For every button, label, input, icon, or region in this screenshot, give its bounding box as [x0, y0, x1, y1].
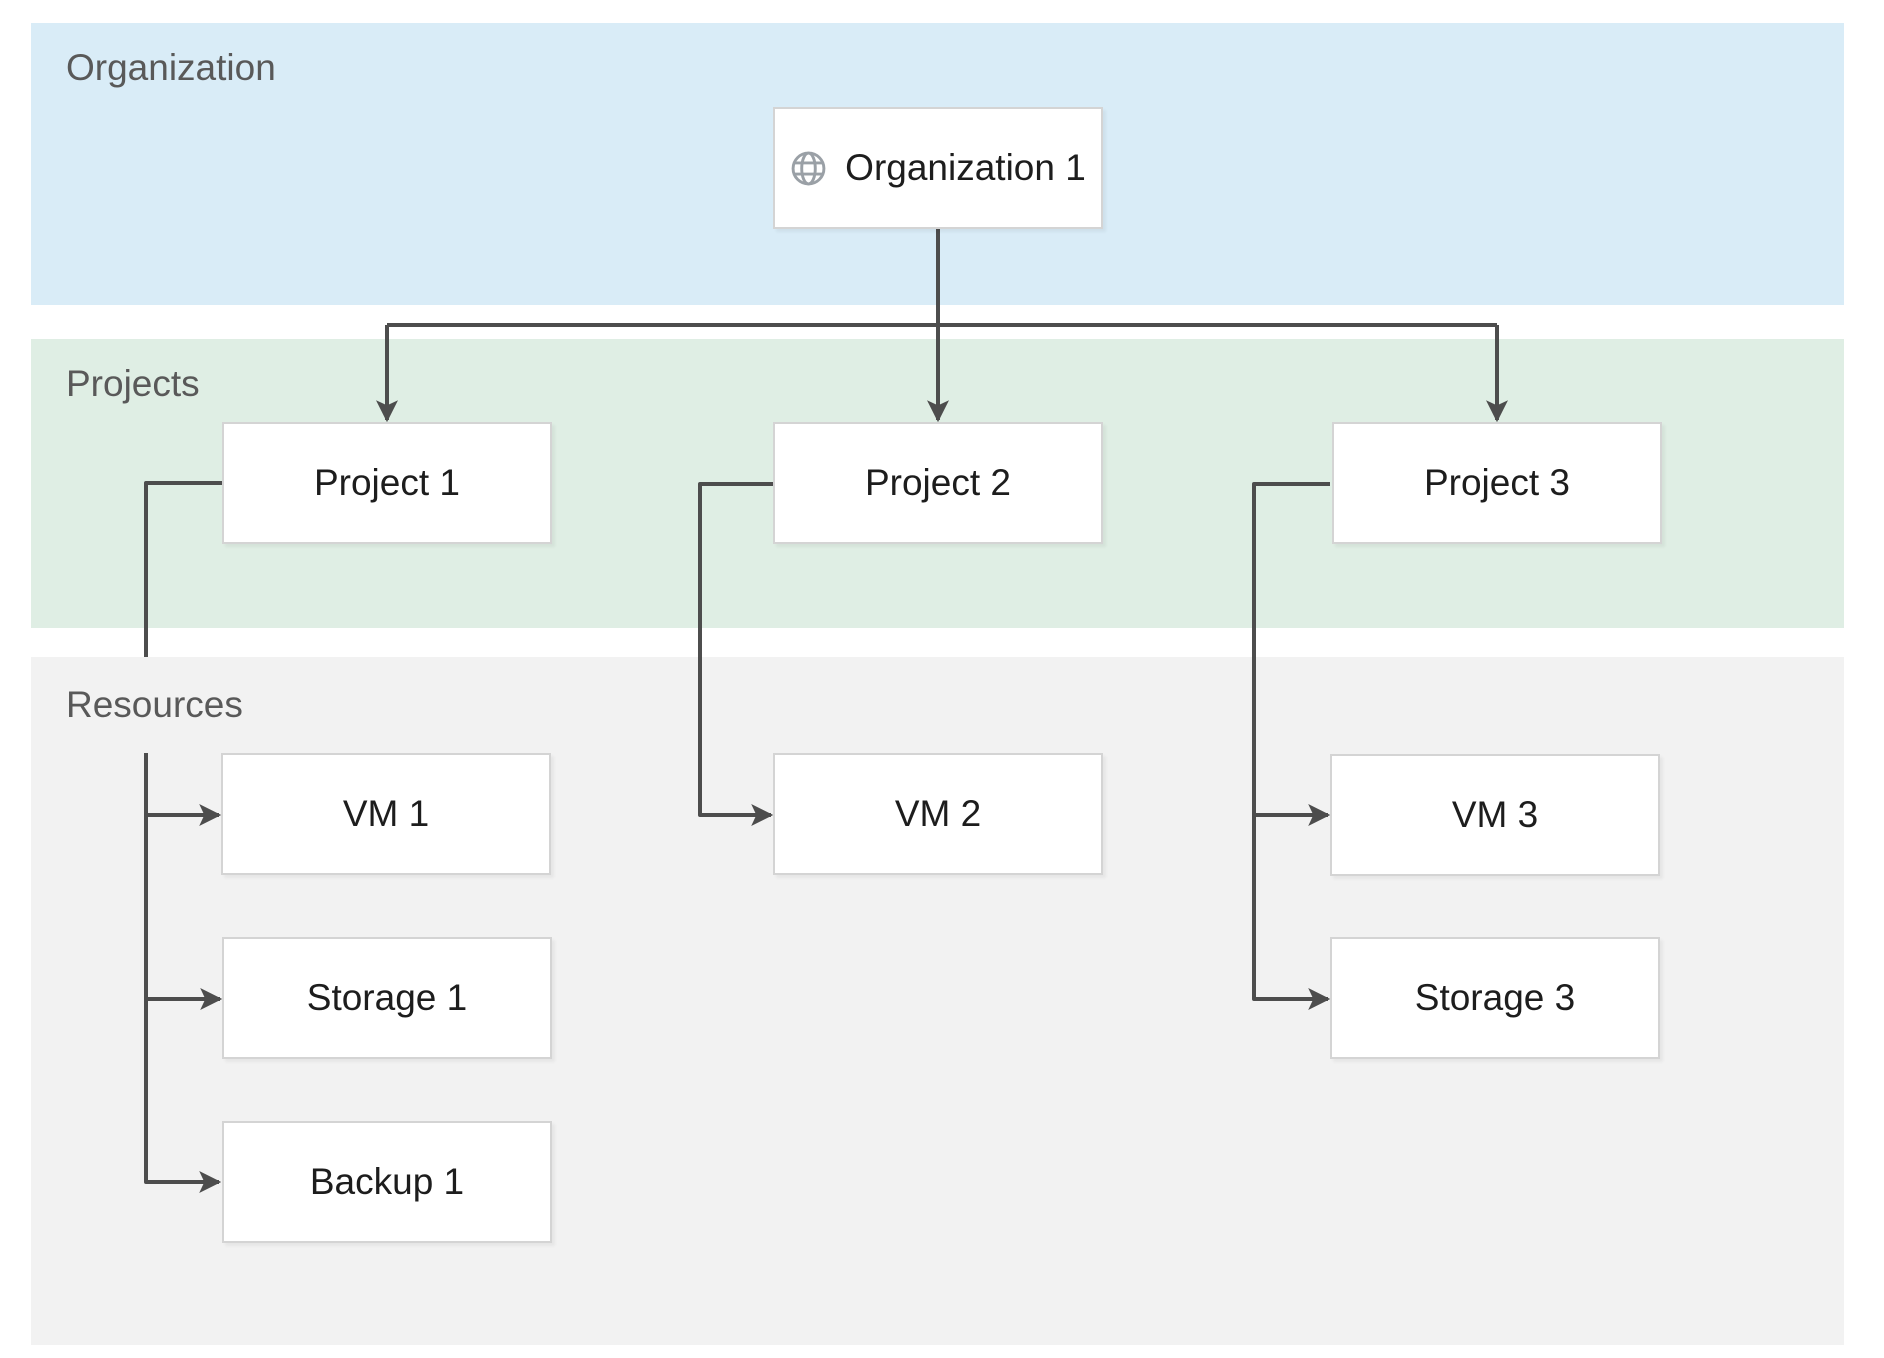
- node-label: Project 3: [1423, 462, 1570, 503]
- node-vm-2[interactable]: VM 2: [773, 753, 1103, 875]
- node-storage-1[interactable]: Storage 1: [222, 937, 552, 1059]
- node-organization-1[interactable]: Organization 1: [773, 107, 1103, 229]
- node-project-3[interactable]: Project 3: [1332, 422, 1662, 544]
- node-label: Storage 1: [306, 977, 468, 1018]
- node-vm-3[interactable]: VM 3: [1330, 754, 1660, 876]
- node-vm-1[interactable]: VM 1: [221, 753, 551, 875]
- node-project-1[interactable]: Project 1: [222, 422, 552, 544]
- node-label: VM 1: [342, 793, 430, 834]
- node-label: Project 2: [864, 462, 1011, 503]
- node-label: VM 2: [894, 793, 982, 834]
- projects-band-label: Projects: [66, 363, 200, 404]
- node-label: Organization 1: [845, 147, 1086, 188]
- node-storage-3[interactable]: Storage 3: [1330, 937, 1660, 1059]
- node-project-2[interactable]: Project 2: [773, 422, 1103, 544]
- globe-icon: [790, 150, 827, 187]
- node-label: Backup 1: [309, 1161, 465, 1202]
- organization-band-label: Organization: [66, 47, 276, 88]
- node-label: VM 3: [1451, 794, 1539, 835]
- node-label: Storage 3: [1414, 977, 1576, 1018]
- node-label: Project 1: [313, 462, 460, 503]
- resources-band-label: Resources: [31, 657, 353, 753]
- node-backup-1[interactable]: Backup 1: [222, 1121, 552, 1243]
